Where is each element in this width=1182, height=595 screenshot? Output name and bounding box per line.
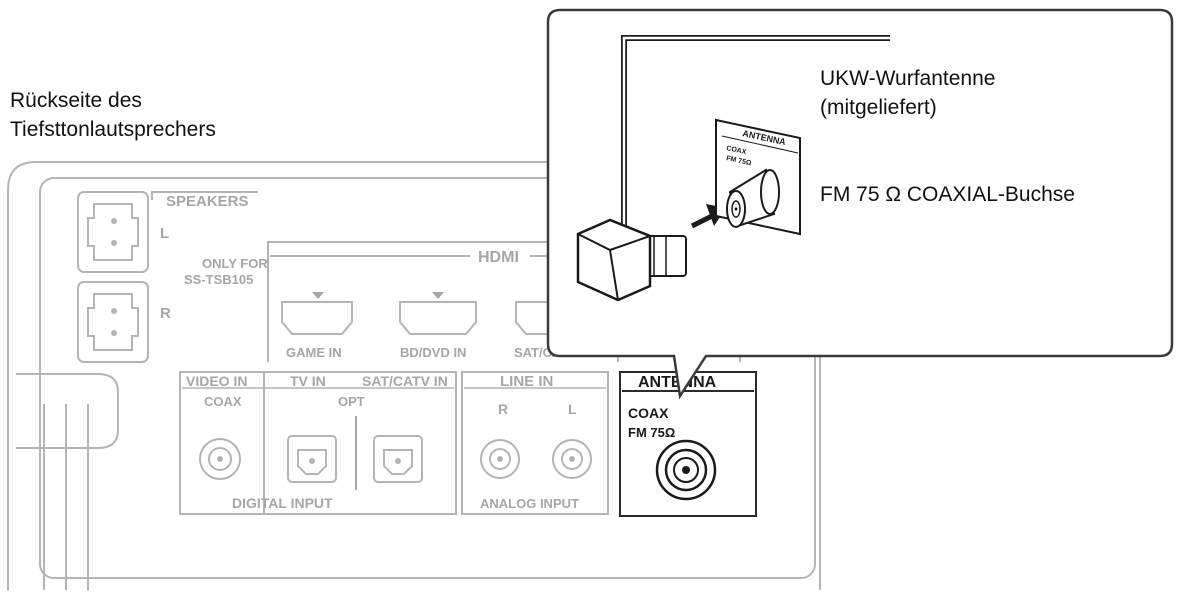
analog-input-block: LINE IN R L ANALOG INPUT xyxy=(461,371,609,515)
power-cord xyxy=(16,373,119,590)
opt-label: OPT xyxy=(338,394,365,409)
coax-digital-jack xyxy=(199,438,241,480)
rca-jack-r xyxy=(480,439,520,479)
zoom-coax-label: COAX xyxy=(726,145,748,156)
optical-jack-tv-in xyxy=(287,435,337,483)
hdmi-port-game-in xyxy=(281,301,353,335)
zoom-coax-jack xyxy=(760,169,780,215)
rear-panel xyxy=(7,161,821,590)
speakers-note-line2: SS-TSB105 xyxy=(184,272,253,287)
hdmi-title: HDMI xyxy=(478,249,519,266)
fm-antenna-label-line2: (mitgeliefert) xyxy=(820,96,937,119)
line-in-l-label: L xyxy=(568,401,577,417)
digital-input-block: VIDEO IN COAX TV IN SAT/CATV IN OPT DIGI… xyxy=(179,371,457,515)
hdmi-port-bd-dvd-in xyxy=(399,301,477,335)
hdmi-label-bd-dvd-in: BD/DVD IN xyxy=(400,345,466,360)
speaker-l-label: L xyxy=(160,225,169,242)
fm-antenna-label-line1: UKW-Wurfantenne xyxy=(820,67,996,90)
fm-coax-jack xyxy=(655,439,717,501)
line-in-title: LINE IN xyxy=(500,373,553,390)
speaker-terminal-r xyxy=(77,281,149,363)
video-in-title: VIDEO IN xyxy=(186,373,247,389)
optical-jack-sat-catv-in xyxy=(373,435,423,483)
digital-input-label: DIGITAL INPUT xyxy=(232,495,333,511)
zoom-callout: ANTENNA COAX FM 75Ω xyxy=(546,8,1174,400)
antenna-block: ANTENNA COAX FM 75Ω xyxy=(619,371,757,517)
speaker-terminal-l xyxy=(77,191,149,273)
subwoofer-rear-label-line1: Rückseite des xyxy=(10,89,142,112)
antenna-coax-label: COAX xyxy=(628,405,669,421)
speakers-note-line1: ONLY FOR xyxy=(202,256,268,271)
hdmi-label-game-in: GAME IN xyxy=(286,345,342,360)
antenna-fm-label: FM 75Ω xyxy=(628,425,675,440)
antenna-plug xyxy=(576,218,687,302)
subwoofer-rear-label-line2: Tiefsttonlautsprechers xyxy=(10,118,216,141)
coax-jack-label: FM 75 Ω COAXIAL-Buchse xyxy=(820,183,1075,206)
speakers-title: SPEAKERS xyxy=(166,193,249,210)
video-in-coax: COAX xyxy=(204,394,242,409)
antenna-plate: ANTENNA COAX FM 75Ω xyxy=(715,118,801,236)
sat-catv-in-title: SAT/CATV IN xyxy=(362,373,448,389)
line-in-r-label: R xyxy=(498,401,508,417)
tv-in-title: TV IN xyxy=(290,373,326,389)
analog-input-label: ANALOG INPUT xyxy=(480,496,579,511)
speakers-block: SPEAKERS L R ONLY FOR SS-TSB105 xyxy=(77,191,268,363)
rca-jack-l xyxy=(552,439,592,479)
speaker-r-label: R xyxy=(160,305,171,322)
